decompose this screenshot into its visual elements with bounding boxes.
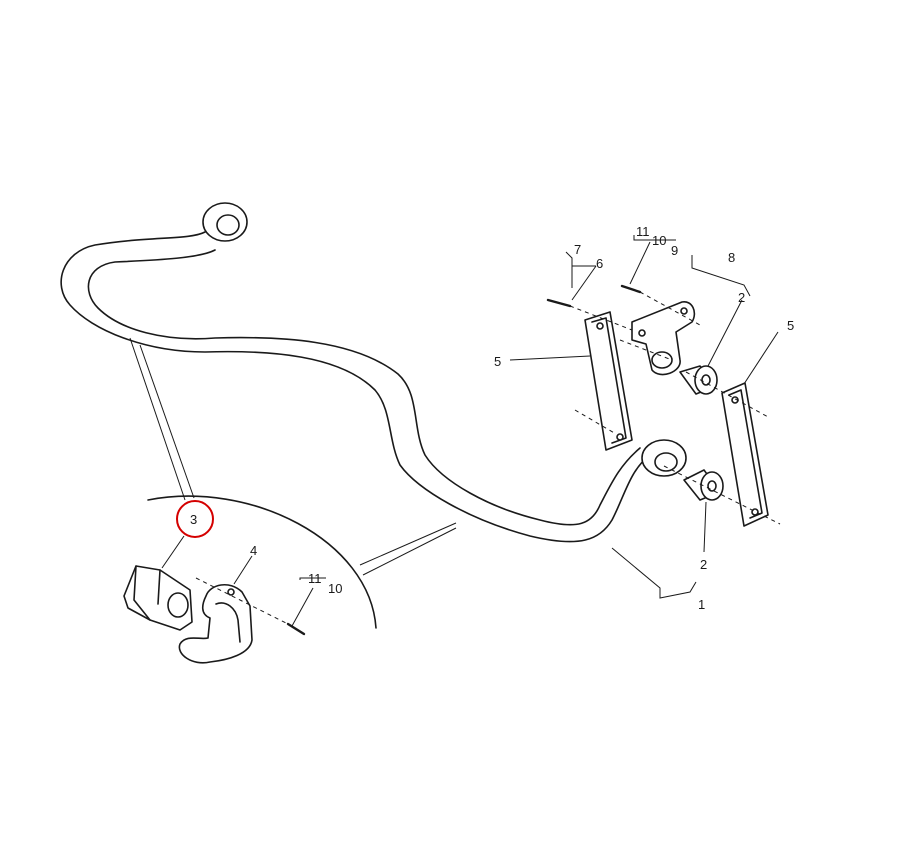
bushing-clamp	[178, 584, 253, 664]
callout-6: 6	[596, 256, 603, 271]
callout-5-right: 5	[787, 318, 794, 333]
fastener-lines	[195, 284, 781, 636]
callout-3: 3	[190, 512, 197, 527]
callout-11-lower: 11	[308, 571, 322, 586]
bar-rubber-bushing	[123, 565, 193, 631]
bushing-upper	[679, 365, 718, 395]
callout-4: 4	[250, 543, 257, 558]
upper-bracket	[631, 301, 696, 376]
bushing-lower	[683, 469, 724, 501]
callout-5-left: 5	[494, 354, 501, 369]
callout-10-lower: 10	[328, 581, 342, 596]
leader-lines	[129, 235, 779, 627]
callout-9: 9	[671, 243, 678, 258]
callout-labels: 1 2 2 3 4 5 5 6 7 8 9 10 10 11 11	[190, 224, 794, 612]
detail-arc	[147, 495, 377, 629]
callout-11-upper: 11	[636, 224, 650, 239]
callout-1: 1	[698, 597, 705, 612]
callout-7: 7	[574, 242, 581, 257]
callout-10-upper: 10	[652, 233, 666, 248]
stabilizer-bar	[60, 202, 687, 543]
highlight-ring	[176, 500, 214, 538]
callout-8: 8	[728, 250, 735, 265]
link-plate-left	[584, 311, 633, 451]
callout-2-upper: 2	[738, 290, 745, 305]
callout-2-lower: 2	[700, 557, 707, 572]
